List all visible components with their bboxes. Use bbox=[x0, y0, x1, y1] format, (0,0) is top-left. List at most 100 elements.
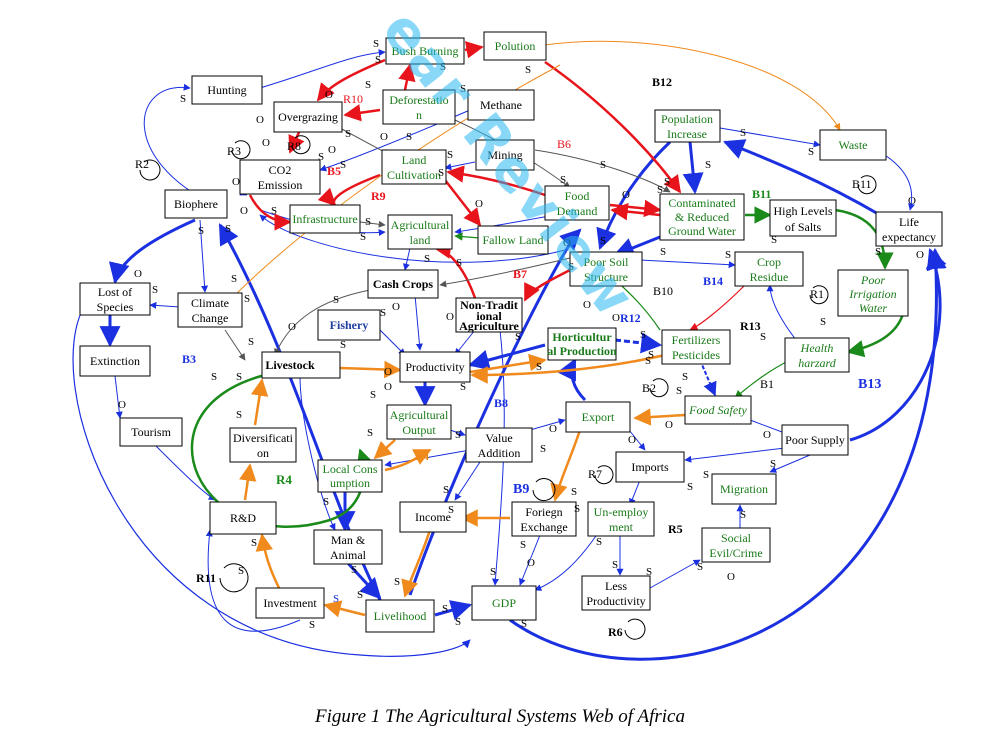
link-livestock-to-productivity bbox=[339, 360, 402, 379]
link-life-to-population bbox=[723, 139, 881, 217]
svg-text:O: O bbox=[628, 434, 636, 446]
loop-b11: B11 bbox=[852, 175, 877, 195]
loop-b6: B6 bbox=[557, 137, 571, 151]
node-polution: Polution bbox=[483, 31, 547, 61]
link-population-to-waste bbox=[719, 127, 821, 148]
svg-text:S: S bbox=[340, 159, 346, 171]
svg-text:Investment: Investment bbox=[263, 596, 317, 610]
svg-text:S: S bbox=[380, 307, 386, 319]
svg-text:S: S bbox=[351, 564, 357, 576]
svg-text:S: S bbox=[340, 339, 346, 351]
node-livelihood: Livelihood bbox=[365, 599, 435, 633]
svg-text:O: O bbox=[380, 131, 388, 143]
link-extinction-to-tourism bbox=[114, 375, 123, 419]
loop-r6: R6 bbox=[608, 618, 646, 640]
svg-text:Poor: Poor bbox=[860, 273, 885, 287]
link-salts-to-poor-irr bbox=[834, 208, 894, 270]
node-food-safety: Food Safety bbox=[684, 395, 752, 425]
svg-text:Polution: Polution bbox=[495, 39, 536, 53]
svg-text:R6: R6 bbox=[608, 625, 623, 639]
svg-text:B14: B14 bbox=[703, 274, 723, 288]
link-cash-to-productivity bbox=[414, 294, 423, 351]
link-less-prod-to-social bbox=[649, 559, 701, 589]
svg-text:S: S bbox=[236, 409, 242, 421]
svg-text:O: O bbox=[256, 114, 264, 126]
loop-b9: B9 bbox=[513, 478, 556, 502]
svg-text:R11: R11 bbox=[196, 571, 216, 585]
link-investment-to-rnd bbox=[205, 529, 301, 632]
svg-text:land: land bbox=[410, 233, 431, 247]
link-fallow-to-agri-land bbox=[454, 232, 481, 241]
link-poor-soil-to-cash bbox=[439, 257, 571, 288]
link-nontrad-to-productivity bbox=[454, 329, 476, 356]
loop-r7: R7 bbox=[588, 465, 614, 485]
svg-text:R5: R5 bbox=[668, 522, 683, 536]
svg-text:B5: B5 bbox=[327, 164, 341, 178]
link-income-to-livelihood bbox=[401, 529, 432, 598]
svg-text:B6: B6 bbox=[557, 137, 571, 151]
link-livelihood-to-investment bbox=[323, 600, 366, 618]
svg-text:S: S bbox=[705, 159, 711, 171]
svg-text:on: on bbox=[257, 446, 269, 460]
svg-text:S: S bbox=[231, 273, 237, 285]
link-nontrad-to-gdp bbox=[491, 329, 505, 586]
svg-text:S: S bbox=[820, 316, 826, 328]
svg-text:S: S bbox=[365, 216, 371, 228]
loop-r11: R11 bbox=[196, 563, 249, 593]
svg-text:O: O bbox=[612, 312, 620, 324]
svg-text:S: S bbox=[406, 131, 412, 143]
svg-text:Food Safety: Food Safety bbox=[688, 403, 747, 417]
svg-text:Migration: Migration bbox=[720, 482, 768, 496]
svg-text:S: S bbox=[375, 54, 381, 66]
svg-text:Evil/Crime: Evil/Crime bbox=[709, 546, 762, 560]
svg-text:S: S bbox=[394, 576, 400, 588]
svg-text:S: S bbox=[248, 336, 254, 348]
svg-text:S: S bbox=[646, 566, 652, 578]
svg-text:S: S bbox=[323, 496, 329, 508]
svg-text:Deforestatio: Deforestatio bbox=[389, 93, 448, 107]
svg-text:Fallow Land: Fallow Land bbox=[483, 233, 544, 247]
link-livestock-to-man bbox=[299, 374, 336, 531]
svg-text:Biophere: Biophere bbox=[174, 197, 218, 211]
svg-text:O: O bbox=[549, 423, 557, 435]
link-output-to-value bbox=[449, 429, 466, 437]
figure-caption: Figure 1 The Agricultural Systems Web of… bbox=[315, 706, 685, 727]
svg-text:O: O bbox=[727, 571, 735, 583]
svg-text:Structure: Structure bbox=[584, 270, 628, 284]
svg-text:O: O bbox=[622, 189, 630, 201]
node-hunting: Hunting bbox=[191, 75, 263, 105]
link-nontrad-to-agri-land bbox=[433, 241, 477, 299]
svg-text:Residue: Residue bbox=[750, 270, 789, 284]
svg-text:Life: Life bbox=[899, 215, 919, 229]
link-waste-to-life bbox=[879, 151, 915, 211]
svg-text:ment: ment bbox=[609, 520, 634, 534]
svg-text:O: O bbox=[563, 237, 571, 249]
link-food-safety-to-export bbox=[633, 408, 686, 426]
svg-text:B11: B11 bbox=[752, 187, 771, 201]
link-fishery-to-productivity bbox=[379, 329, 406, 356]
node-bush-burning: Bush Burning bbox=[385, 37, 465, 65]
svg-text:S: S bbox=[574, 503, 580, 515]
svg-text:O: O bbox=[475, 198, 483, 210]
svg-text:Addition: Addition bbox=[478, 446, 521, 460]
loop-b14: B14 bbox=[703, 274, 723, 288]
node-extinction: Extinction bbox=[79, 345, 151, 377]
svg-text:Agricultural: Agricultural bbox=[391, 218, 450, 232]
loop-r3: R3 bbox=[227, 140, 251, 160]
link-mining-to-land-cult bbox=[444, 161, 476, 171]
node-man-and-animal: Man &Animal bbox=[313, 529, 383, 565]
svg-text:S: S bbox=[521, 618, 527, 630]
link-contam-to-food-demand bbox=[610, 202, 661, 221]
link-biophere-to-hunting bbox=[143, 83, 216, 206]
svg-text:O: O bbox=[328, 144, 336, 156]
link-gdp-to-life-expectancy bbox=[509, 247, 947, 661]
svg-text:O: O bbox=[527, 557, 535, 569]
svg-text:Value: Value bbox=[485, 431, 512, 445]
